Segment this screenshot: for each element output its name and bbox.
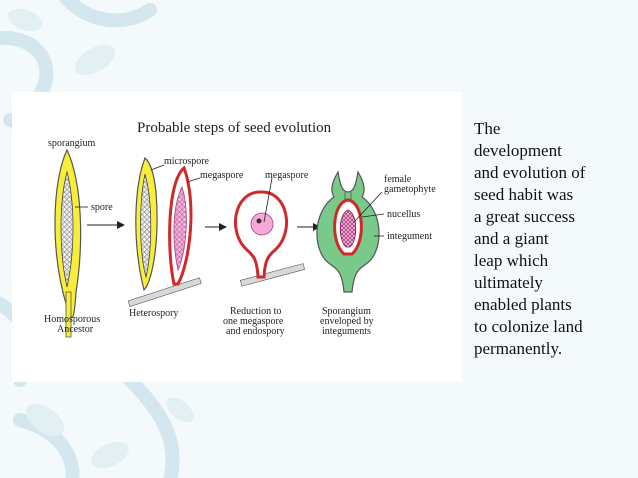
stage-label-homosporous-2: Ancestor [57, 324, 94, 335]
label-female: female [384, 174, 412, 185]
female-gametophyte [339, 209, 357, 248]
stage-integuments [316, 170, 380, 293]
megaspore-mass [173, 185, 187, 272]
stage-homosporous [54, 148, 82, 338]
single-megaspore [250, 212, 274, 236]
caption-line: leap which [474, 251, 549, 270]
caption-line: seed habit was [474, 185, 574, 204]
caption-line: The [474, 119, 501, 138]
label-megaspore-2: megaspore [265, 170, 309, 181]
caption-line: ultimately [474, 273, 543, 292]
label-gametophyte: gametophyte [384, 184, 436, 195]
stalk [65, 291, 72, 338]
caption-line: to colonize land [474, 317, 583, 336]
caption-text: The development and evolution of seed ha… [474, 118, 634, 360]
stage-label-integuments-1: Sporangium [322, 306, 371, 317]
caption-line: a great success [474, 207, 576, 226]
leader-female-gametophyte [353, 191, 383, 223]
micropyle [344, 192, 352, 200]
stage-label-integuments-2: enveloped by [320, 316, 374, 327]
megaspore-nucleus [256, 218, 262, 224]
diagram-title: Probable steps of seed evolution [137, 120, 332, 136]
branch-2 [239, 263, 306, 287]
stage-label-integuments-3: integuments [322, 326, 371, 337]
branch [127, 277, 202, 307]
label-megaspore-1: megaspore [200, 170, 244, 181]
label-sporangium: sporangium [48, 138, 95, 149]
microspore-mass [140, 173, 152, 279]
label-microspore: microspore [164, 156, 210, 167]
leader-microspore [150, 164, 165, 171]
stage-label-reduction-1: Reduction to [230, 306, 281, 317]
label-integument: integument [387, 231, 432, 242]
caption-line: and evolution of [474, 163, 586, 182]
label-spore: spore [91, 202, 113, 213]
leader-megaspore-1 [186, 177, 201, 183]
leader-megaspore-2 [263, 177, 273, 223]
diagram-panel: Probable steps of seed evolution sporang… [12, 92, 462, 382]
caption-line: permanently. [474, 339, 563, 358]
seed-evolution-diagram: Probable steps of seed evolution sporang… [44, 120, 436, 338]
stage-heterospory [127, 157, 202, 307]
spore-mass [60, 170, 74, 288]
stage-label-heterospory: Heterospory [129, 308, 178, 319]
stage-label-homosporous-1: Homosporous [44, 314, 100, 325]
caption-line: and a giant [474, 229, 549, 248]
stage-label-reduction-3: and endospory [226, 326, 285, 337]
caption-line: enabled plants [474, 295, 572, 314]
label-nucellus: nucellus [387, 209, 420, 220]
leader-nucellus [361, 213, 385, 218]
stage-reduction [233, 190, 306, 287]
stage-label-reduction-2: one megaspore [223, 316, 284, 327]
caption-line: development [474, 141, 562, 160]
